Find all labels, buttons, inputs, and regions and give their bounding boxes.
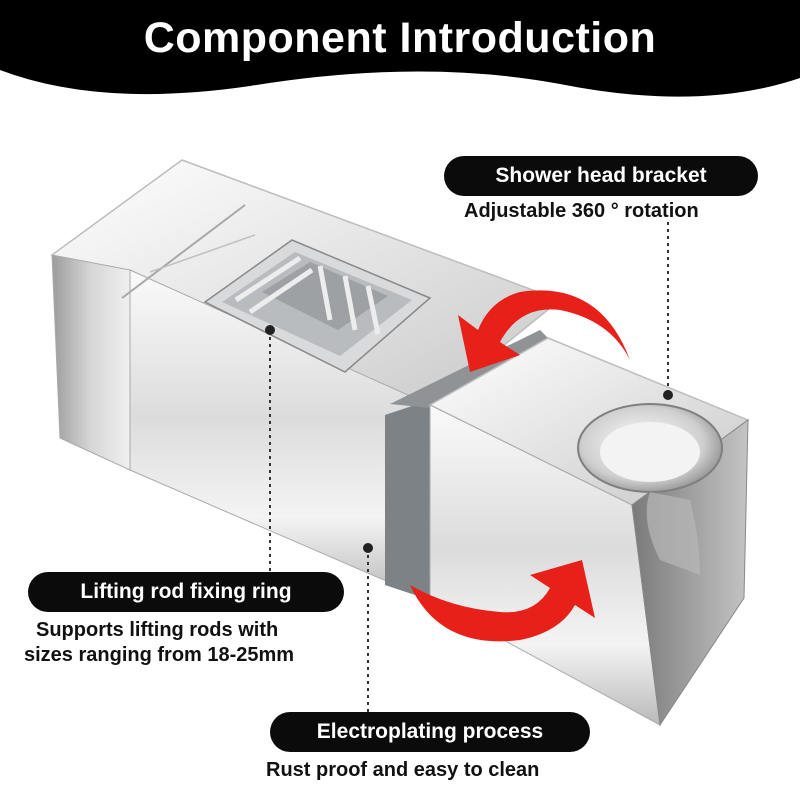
callout-bracket-description: Adjustable 360 ° rotation [464,200,699,222]
callout-bracket-label: Shower head bracket [444,156,758,196]
header-band [0,0,800,97]
rotation-arrow-bottom-icon [410,560,595,642]
callout-ring-description-line1: Supports lifting rods with [36,619,279,641]
callout-plating-description: Rust proof and easy to clean [266,759,540,781]
body-left-face [51,254,131,471]
callout-ring-label: Lifting rod fixing ring [28,572,344,612]
rotation-arrow-top-icon [458,290,630,372]
callout-plating-label: Electroplating process [270,712,590,752]
page-title: Component Introduction [143,14,657,62]
gray-separator [385,400,430,600]
callout-ring-description-line2: sizes ranging from 18-25mm [24,644,295,666]
